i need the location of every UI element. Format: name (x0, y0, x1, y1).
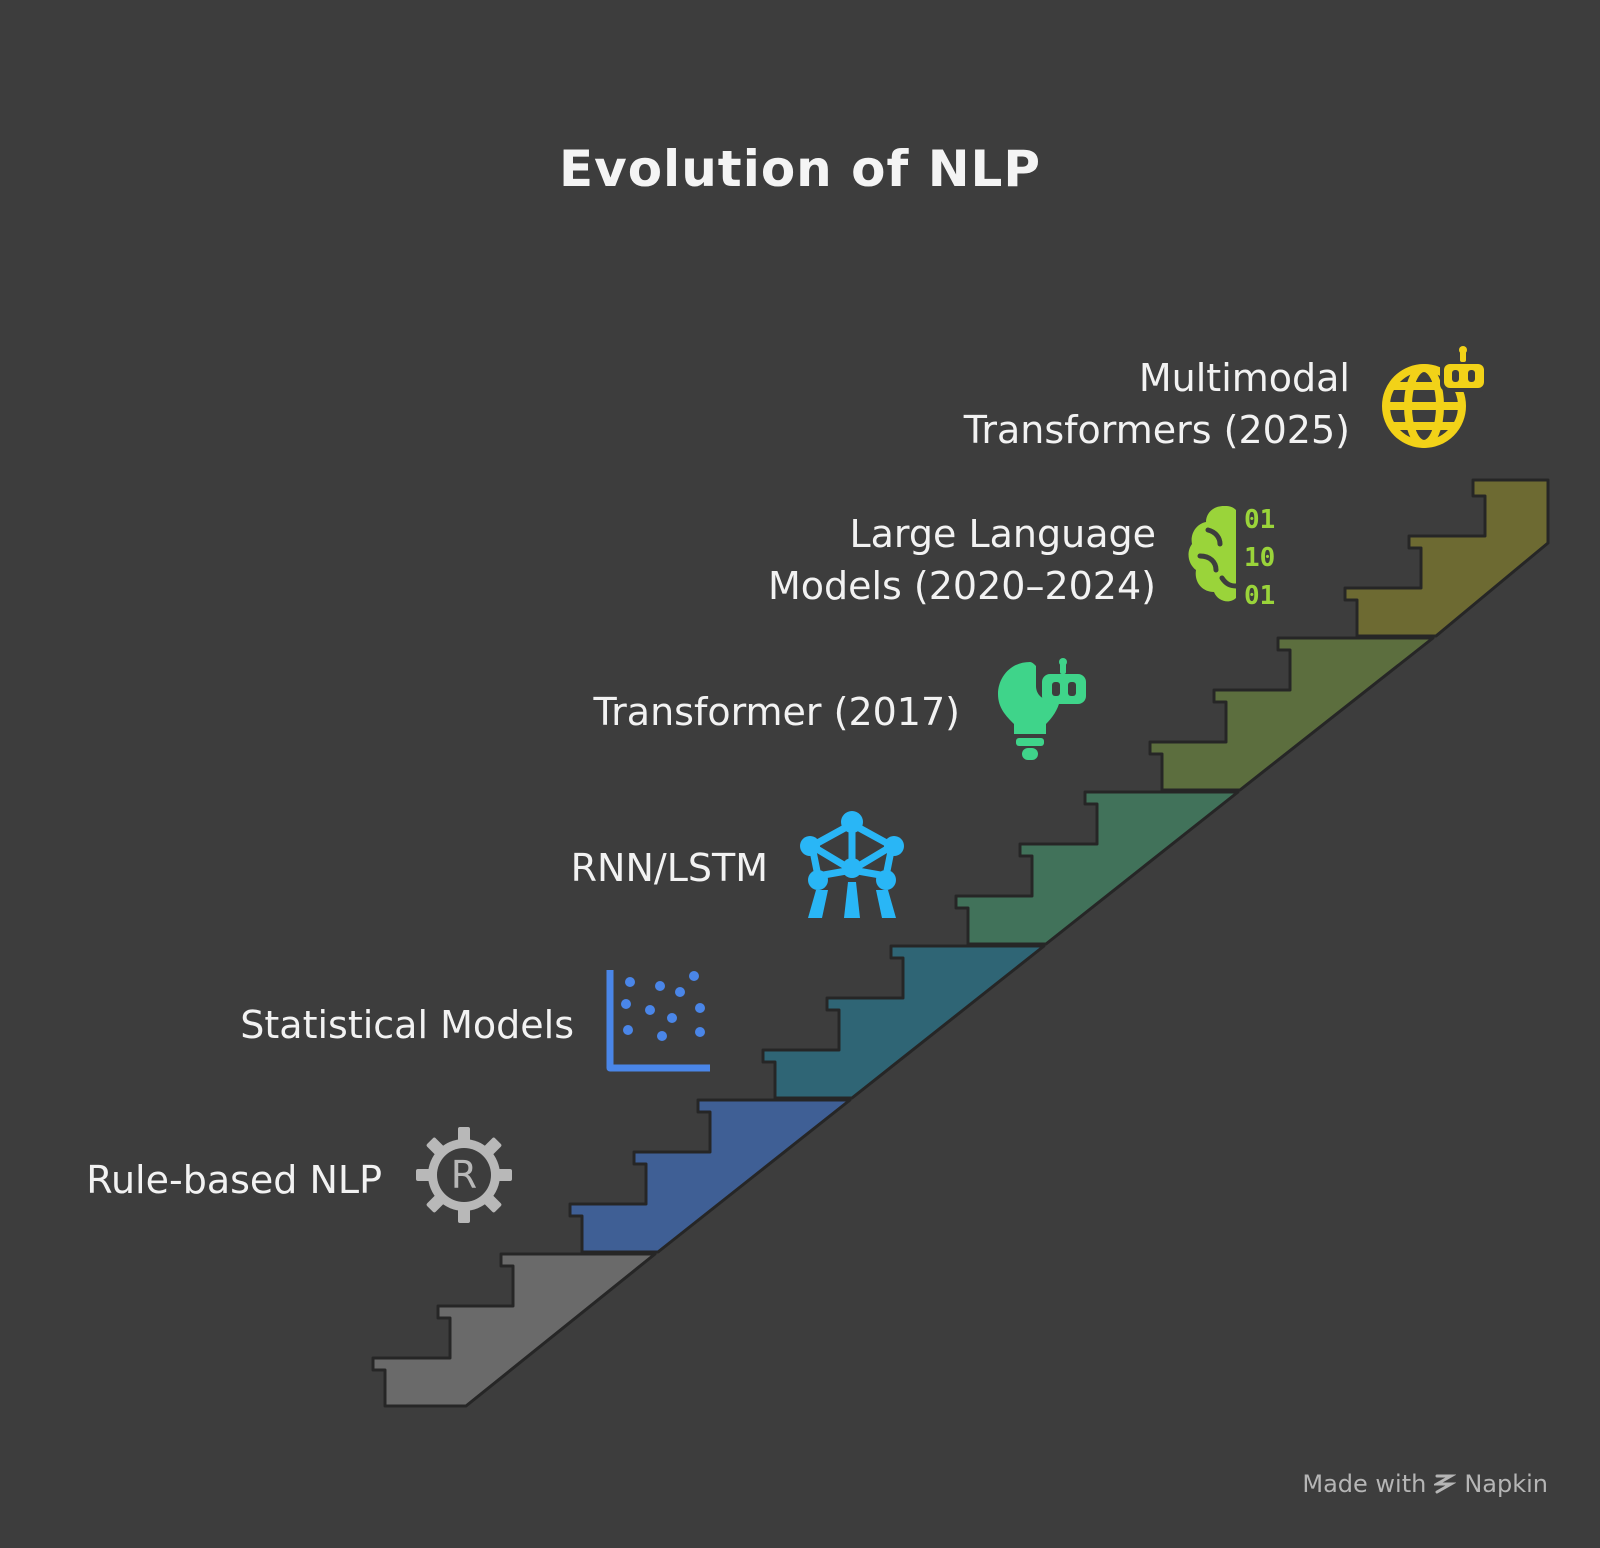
network-nodes-icon (800, 811, 904, 918)
stair-block-1 (371, 1252, 657, 1408)
stage-text-line1: Multimodal (1138, 356, 1350, 400)
stage-label-transformer: Transformer (2017) (594, 686, 960, 738)
lightbulb-robot-icon (998, 658, 1086, 760)
svg-text:01: 01 (1244, 505, 1275, 535)
brain-binary-icon: 01 10 01 (1188, 505, 1275, 610)
stage-text-line1: RNN/LSTM (570, 846, 768, 890)
footer-attribution[interactable]: Made with Napkin (1302, 1470, 1548, 1498)
stage-text-line2: Models (2020–2024) (767, 564, 1156, 608)
stair-block-3 (761, 944, 1046, 1100)
stage-text-line2: Transformers (2025) (963, 408, 1350, 452)
footer-made-with: Made with (1302, 1470, 1427, 1498)
stair-block-2 (568, 1098, 852, 1254)
svg-text:R: R (451, 1153, 477, 1197)
stage-text-line1: Rule-based NLP (86, 1158, 382, 1202)
svg-text:01: 01 (1244, 581, 1275, 610)
svg-text:10: 10 (1244, 543, 1275, 573)
stair-block-4 (954, 790, 1240, 946)
stage-label-llm: Large Language Models (2020–2024) (768, 508, 1156, 612)
stair-block-5 (1148, 636, 1435, 792)
globe-robot-icon (1382, 346, 1486, 448)
stage-label-multimodal: Multimodal Transformers (2025) (964, 352, 1350, 456)
stage-text-line1: Statistical Models (240, 1003, 574, 1047)
stair-block-6 (1343, 478, 1550, 638)
stage-text-line1: Large Language (849, 512, 1156, 556)
stage-label-rnn-lstm: RNN/LSTM (571, 842, 768, 894)
registered-gear-icon: R (416, 1127, 512, 1223)
diagram-title: Evolution of NLP (558, 140, 1042, 198)
scatter-plot-icon (606, 970, 710, 1072)
footer-brand: Napkin (1464, 1470, 1548, 1498)
stage-text-line1: Transformer (2017) (593, 690, 960, 734)
napkin-logo-icon (1434, 1474, 1457, 1494)
stage-label-statistical: Statistical Models (240, 999, 574, 1051)
stage-label-rule-based: Rule-based NLP (86, 1154, 382, 1206)
